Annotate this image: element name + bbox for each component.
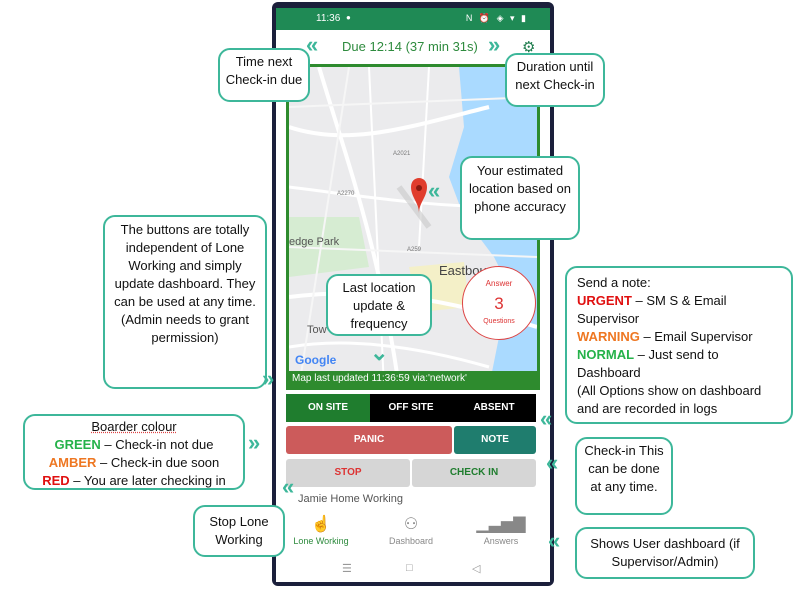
tab-label: Answers [483,536,519,546]
callout-buttons: The buttons are totally independent of L… [103,215,267,389]
note-warning: WARNING [577,329,640,344]
note-button[interactable]: NOTE [454,426,536,454]
tab-lone-working[interactable]: ☝ Lone Working [276,514,366,546]
due-text: Due 12:14 (37 min 31s) [342,39,478,54]
answer-sub: Questions [483,318,515,325]
map-label-road2: A259 [407,247,422,253]
note-urgent-desc: – SM S & Email Supervisor [577,293,727,326]
border-red: RED [42,473,70,488]
arrow-location: « [428,178,441,203]
panic-button[interactable]: PANIC [286,426,452,454]
callout-last-location: Last location update & frequency [326,274,432,336]
arrow-time-next: « [306,32,319,57]
hand-icon: ☝ [311,516,331,533]
callout-stop: Stop Lone Working [193,505,285,557]
arrow-stop: « [282,474,295,499]
map-label-park: edge Park [289,236,340,248]
users-icon: ⚇ [403,516,419,533]
check-in-button[interactable]: CHECK IN [412,459,536,487]
border-red-desc: – You are later checking in [69,473,226,488]
map-last-updated: Map last updated 11:36:59 via:'network' [289,371,537,387]
arrow-dashboard: « [548,528,561,553]
tab-dashboard[interactable]: ⚇ Dashboard [366,514,456,546]
menu-icon[interactable]: ☰ [342,563,352,575]
note-normal: NORMAL [577,347,635,362]
user-label: Jamie Home Working [298,493,403,505]
callout-dashboard: Shows User dashboard (if Supervisor/Admi… [575,527,755,579]
arrow-last-location: ⌄ [370,340,389,365]
note-warning-desc: – Email Supervisor [639,329,753,344]
note-title: Send a note: [577,275,651,290]
back-icon[interactable]: ◁ [472,563,481,575]
note-urgent: URGENT [577,293,632,308]
android-nav-bar: ☰ □ ◁ [276,556,550,582]
status-icons: N ⏰ ◈ ▾ ▮ [465,13,528,23]
due-header: Due 12:14 (37 min 31s) ⚙ [276,30,550,66]
on-site-button[interactable]: ON SITE [286,394,370,422]
border-amber: AMBER [48,455,97,470]
home-icon[interactable]: □ [406,562,413,574]
arrow-send-note: « [540,406,553,431]
border-amber-desc: – Check-in due soon [96,455,220,470]
answer-label: Answer [485,279,513,288]
bottom-tabs: ☝ Lone Working ⚇ Dashboard ▁▃▅▇ Answers [276,514,550,554]
callout-check-in: Check-in This can be done at any time. [575,437,673,515]
status-time: 11:36 [316,13,341,24]
callout-duration: Duration until next Check-in [505,53,605,107]
callout-location: Your estimated location based on phone a… [460,156,580,240]
status-bar: 11:36 ● N ⏰ ◈ ▾ ▮ [276,8,550,30]
tab-label: Lone Working [293,536,349,546]
border-green-desc: – Check-in not due [100,437,214,452]
arrow-border-colour: » [248,430,261,455]
border-green: GREEN [54,437,101,452]
arrow-duration: » [488,32,501,57]
map-label-road3: A2021 [393,151,411,157]
bar-chart-icon: ▁▃▅▇ [476,516,526,533]
map-label-tow: Tow [307,324,327,336]
note-normal-desc: – Just send to Dashboard [577,347,719,380]
map-label-road1: A2270 [337,191,355,197]
tab-label: Dashboard [388,536,434,546]
callout-send-note: Send a note: URGENT – SM S & Email Super… [565,266,793,424]
answer-count: 3 [494,294,504,313]
gear-icon[interactable]: ⚙ [522,39,536,56]
border-title: Boarder colour [91,419,177,434]
arrow-check-in: « [546,450,559,475]
tab-answers[interactable]: ▁▃▅▇ Answers [456,514,546,546]
note-footer: (All Options show on dashboard and are r… [577,383,762,416]
absent-button[interactable]: ABSENT [452,394,536,422]
off-site-button[interactable]: OFF SITE [370,394,452,422]
callout-time-next: Time next Check-in due [218,48,310,102]
google-logo: Google [295,353,337,367]
arrow-buttons: » [262,366,275,391]
stop-button[interactable]: STOP [286,459,410,487]
answer-badge[interactable]: Answer 3 Questions [462,266,536,340]
callout-border-colour: Boarder colour GREEN – Check-in not due … [23,414,245,490]
notification-icon: ● [346,13,351,22]
